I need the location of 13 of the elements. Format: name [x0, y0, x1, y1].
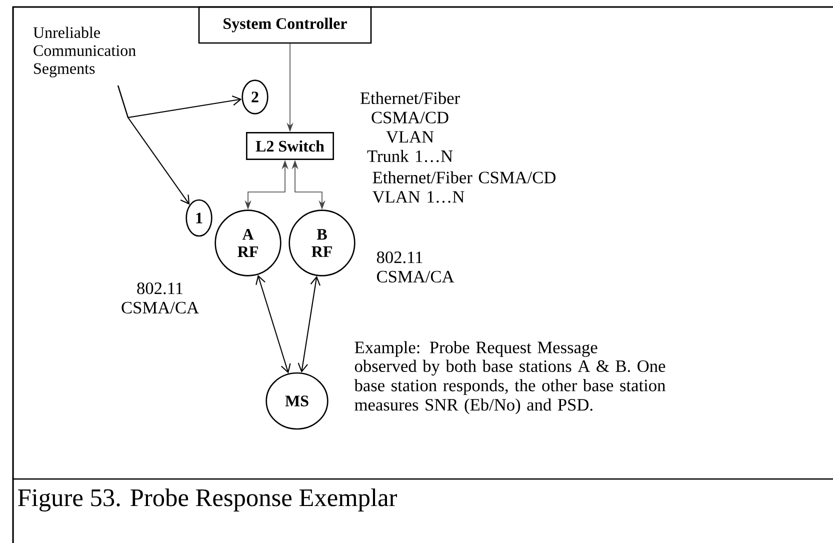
annotation-text: 802.11 CSMA/CA: [376, 251, 454, 282]
annotation-text: Ethernet/Fiber CSMA/CD VLAN Trunk 1…N: [360, 92, 460, 162]
arrow: [256, 274, 291, 374]
process-box: System Controller: [198, 6, 372, 44]
arrow: [118, 85, 190, 205]
process-box: L2 Switch: [246, 132, 334, 160]
figure-caption: Figure 53. Probe Response Exemplar: [18, 488, 397, 512]
label-text: Unreliable Communication Segments: [33, 26, 136, 78]
annotation-text: 802.11 CSMA/CA: [122, 282, 199, 314]
annotation-text: Example: Probe Request Message: [354, 341, 598, 357]
arrow: [298, 276, 320, 373]
annotation-text: observed by both base stations A & B. One base station responds, the other base station measures SNR (Eb/No) and PSD.: [354, 360, 666, 414]
annotation-text: Ethernet/Fiber CSMA/CD VLAN 1…N: [372, 171, 556, 203]
